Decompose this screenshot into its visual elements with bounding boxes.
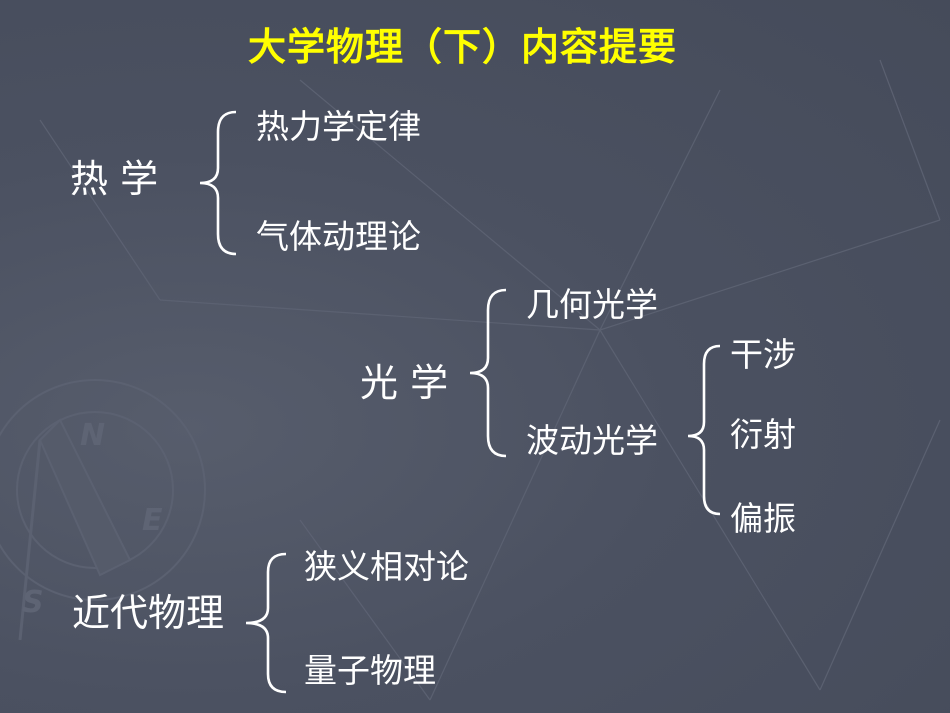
compass-letter-s: S [22,585,44,620]
optics-item-wave: 波动光学 [526,421,658,460]
modern-item-relativity: 狭义相对论 [304,547,469,586]
optics-label: 光 学 [360,361,449,405]
modern-brace [245,552,287,694]
thermo-item-laws: 热力学定律 [256,107,421,146]
modern-label: 近代物理 [72,591,225,635]
optics-item-geometric: 几何光学 [526,285,658,324]
wave-item-polarization: 偏振 [730,499,796,538]
wave-item-interference: 干涉 [730,335,796,374]
modern-item-quantum: 量子物理 [304,651,436,690]
wave-item-diffraction: 衍射 [730,415,796,454]
slide-title: 大学物理（下）内容提要 [248,25,678,69]
optics-brace [469,288,507,458]
compass-letter-n: N [80,418,105,453]
thermo-item-kinetic: 气体动理论 [256,217,421,256]
wave-optics-brace [687,344,721,516]
thermo-label: 热 学 [70,157,159,201]
thermo-brace [199,110,237,256]
compass-letter-e: E [142,503,163,538]
compass-icon [0,379,206,641]
